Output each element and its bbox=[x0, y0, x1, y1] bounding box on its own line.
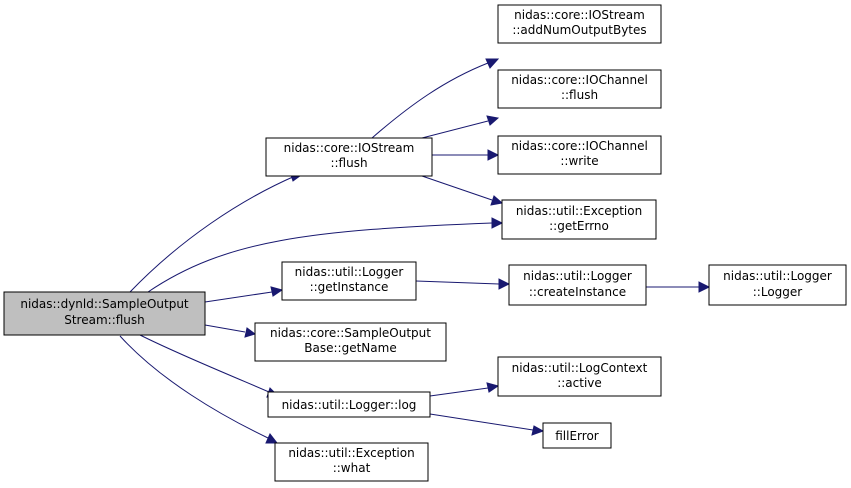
node-label-line-2: Base::getName bbox=[304, 341, 396, 355]
edge-root-to-logger-getinstance bbox=[204, 286, 284, 303]
edge-iostream-flush-to-iochannel-write bbox=[432, 149, 500, 161]
edge-iostream-flush-to-iochannel-flush bbox=[421, 115, 500, 139]
node-exception-what[interactable]: nidas::util::Exception ::what bbox=[274, 442, 429, 482]
node-label-line-2: ::flush bbox=[330, 156, 367, 170]
node-label-line-1: nidas::core::IOStream bbox=[514, 8, 645, 22]
node-label-line-2: ::write bbox=[560, 154, 598, 168]
node-label-line-2: ::flush bbox=[561, 88, 598, 102]
node-label-line-2: ::getInstance bbox=[310, 280, 389, 294]
node-label-line-1: nidas::core::SampleOutput bbox=[270, 326, 431, 340]
node-iochannel-flush[interactable]: nidas::core::IOChannel ::flush bbox=[497, 69, 662, 109]
node-label-line-1: nidas::util::Logger bbox=[723, 269, 832, 283]
node-logcontext-active[interactable]: nidas::util::LogContext ::active bbox=[497, 356, 662, 397]
node-iostream-addnumoutputbytes[interactable]: nidas::core::IOStream ::addNumOutputByte… bbox=[497, 4, 662, 44]
node-logger-log[interactable]: nidas::util::Logger::log bbox=[267, 391, 431, 418]
nodes: nidas::dynld::SampleOutput Stream::flush… bbox=[3, 4, 847, 482]
edge-iostream-flush-to-exception-geterrno bbox=[421, 175, 504, 206]
node-label-line-2: ::getErrno bbox=[549, 219, 609, 233]
edge-root-to-sampleoutputbase-getname bbox=[204, 324, 257, 338]
node-iostream-flush[interactable]: nidas::core::IOStream ::flush bbox=[265, 137, 433, 177]
node-sampleoutputstream-flush[interactable]: nidas::dynld::SampleOutput Stream::flush bbox=[3, 291, 206, 336]
edge-logger-log-to-logcontext-active bbox=[429, 382, 500, 397]
node-label-line-1: nidas::core::IOChannel bbox=[511, 73, 648, 87]
node-label-line-1: nidas::util::Logger bbox=[523, 269, 632, 283]
node-label-line-1: nidas::util::Exception bbox=[516, 204, 642, 218]
edge-createinstance-to-logger-ctor bbox=[646, 281, 711, 293]
node-label-line-1: nidas::util::Logger bbox=[295, 265, 404, 279]
edge-iostream-flush-to-addnumoutputbytes bbox=[371, 58, 500, 139]
node-label-line-2: Stream::flush bbox=[64, 313, 145, 327]
edge-root-to-iostream-flush bbox=[129, 171, 306, 293]
node-label-line-2: ::createInstance bbox=[529, 285, 626, 299]
node-logger-createinstance[interactable]: nidas::util::Logger ::createInstance bbox=[508, 264, 647, 306]
node-label-line-1: nidas::core::IOStream bbox=[284, 141, 415, 155]
edge-getinstance-to-createinstance bbox=[415, 278, 511, 290]
node-logger-constructor[interactable]: nidas::util::Logger ::Logger bbox=[708, 264, 847, 306]
node-iochannel-write[interactable]: nidas::core::IOChannel ::write bbox=[497, 135, 662, 175]
node-label-line-1: nidas::util::Exception bbox=[288, 446, 414, 460]
edge-logger-log-to-fillerror bbox=[429, 413, 545, 436]
node-label-line-1: nidas::util::LogContext bbox=[512, 361, 648, 375]
edge-root-to-exception-geterrno bbox=[147, 217, 504, 293]
node-label-line-1: nidas::core::IOChannel bbox=[511, 139, 648, 153]
node-label-line-2: ::active bbox=[557, 376, 602, 390]
node-label-line-2: ::what bbox=[333, 461, 371, 475]
node-fillerror[interactable]: fillError bbox=[542, 422, 612, 449]
node-logger-getinstance[interactable]: nidas::util::Logger ::getInstance bbox=[281, 261, 417, 301]
node-exception-geterrno[interactable]: nidas::util::Exception ::getErrno bbox=[501, 199, 657, 240]
edges bbox=[119, 58, 711, 444]
node-label-line-2: ::addNumOutputBytes bbox=[512, 23, 646, 37]
node-label-line-1: fillError bbox=[555, 429, 599, 443]
node-label-line-1: nidas::dynld::SampleOutput bbox=[20, 297, 189, 311]
node-sampleoutputbase-getname[interactable]: nidas::core::SampleOutput Base::getName bbox=[254, 322, 447, 362]
edge-root-to-exception-what bbox=[119, 335, 279, 444]
node-label-line-1: nidas::util::Logger::log bbox=[282, 398, 417, 412]
node-label-line-2: ::Logger bbox=[753, 285, 803, 299]
